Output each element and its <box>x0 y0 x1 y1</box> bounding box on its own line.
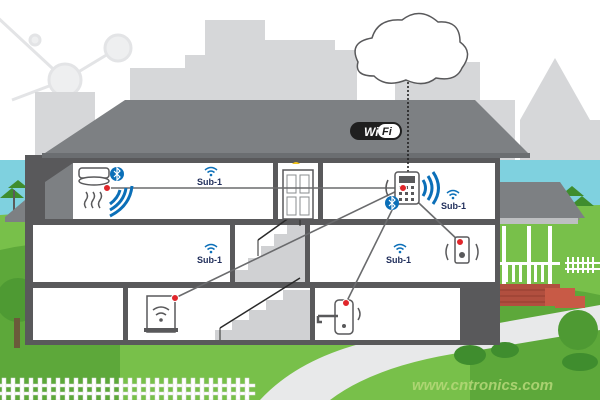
smoke-detector-signal <box>109 185 134 218</box>
bluetooth-icon <box>110 166 124 182</box>
roof-edge <box>42 153 530 158</box>
wifi-badge-fi: Fi <box>382 126 393 138</box>
fence-picket <box>244 377 250 400</box>
fence-picket <box>235 377 241 400</box>
fence-picket <box>109 377 115 400</box>
fence-picket <box>163 377 169 400</box>
smoke-detector-icon <box>78 167 110 209</box>
sub1-label: Sub-1 <box>441 201 466 211</box>
fence-picket <box>10 377 16 400</box>
fence-picket <box>208 377 214 400</box>
fence-picket <box>226 377 232 400</box>
wifi-icon <box>446 189 460 197</box>
wifi-icon <box>204 243 218 251</box>
staircase-lower <box>215 277 310 340</box>
fence-picket <box>100 377 106 400</box>
fence-picket <box>118 377 124 400</box>
fence-picket <box>46 377 52 400</box>
fence-picket <box>190 377 196 400</box>
fence-picket <box>19 377 25 400</box>
fence-picket <box>28 377 34 400</box>
walkway <box>260 305 600 400</box>
sub1-label: Sub-1 <box>386 255 411 265</box>
fence-picket <box>199 377 205 400</box>
window-icon <box>144 295 178 333</box>
fence-picket <box>82 377 88 400</box>
fence-picket <box>154 377 160 400</box>
fence-picket <box>73 377 79 400</box>
wifi-badge: Wi Fi <box>350 122 402 140</box>
staircase-upper <box>235 209 305 282</box>
fence-picket <box>145 377 151 400</box>
wifi-badge-wi: Wi <box>364 125 379 139</box>
fence-picket <box>91 377 97 400</box>
node-dot <box>456 238 464 246</box>
node-dots <box>103 184 464 307</box>
room-low-left <box>33 288 123 340</box>
room-mid-left <box>33 225 230 282</box>
fence-picket <box>217 377 223 400</box>
picket-fence-left <box>0 377 256 400</box>
watermark: www.cntronics.com <box>412 377 553 394</box>
node-dot <box>171 294 179 302</box>
thermostat-signal <box>421 171 440 205</box>
node-dot <box>399 184 407 192</box>
sub1-label: Sub-1 <box>197 255 222 265</box>
attic-left-slope <box>45 163 73 219</box>
fence-picket <box>181 377 187 400</box>
cloud-icon <box>354 12 469 85</box>
fence-picket <box>1 377 7 400</box>
door-lock-icon <box>316 299 361 335</box>
wifi-icon <box>204 166 218 174</box>
door-icon <box>282 162 314 220</box>
node-dot <box>103 184 111 192</box>
fence-picket <box>172 377 178 400</box>
background-network <box>0 17 133 141</box>
main-roof <box>42 100 530 155</box>
fence-picket <box>64 377 70 400</box>
bushes <box>454 342 598 371</box>
fence-picket <box>37 377 43 400</box>
fence-picket <box>136 377 142 400</box>
fence-picket <box>55 377 61 400</box>
right-eave-roof <box>496 182 585 218</box>
picket-fence-right <box>565 257 600 273</box>
bluetooth-icon <box>385 195 399 211</box>
node-dot <box>342 299 350 307</box>
fence-picket <box>127 377 133 400</box>
sub1-label: Sub-1 <box>197 177 222 187</box>
wifi-icon <box>393 243 407 251</box>
